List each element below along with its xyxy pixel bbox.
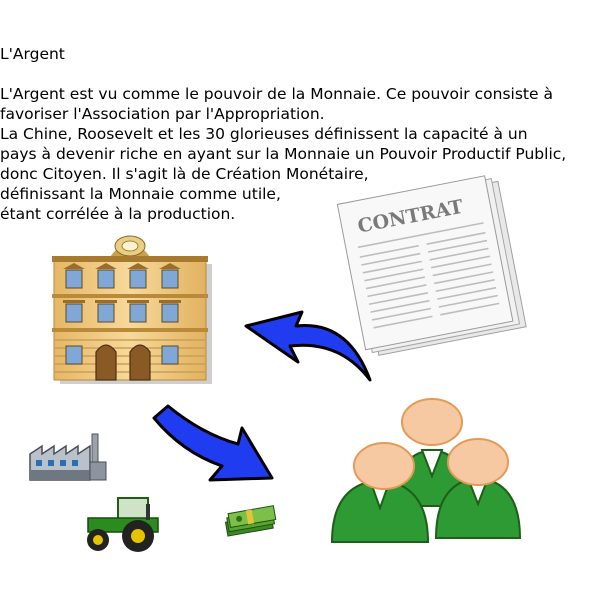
tractor-icon xyxy=(87,497,159,552)
bank-building-icon xyxy=(52,235,212,384)
contract-document-icon: CONTRAT xyxy=(336,175,527,356)
money-icon xyxy=(224,505,277,537)
paragraph-line: donc Citoyen. Il s'agit là de Création M… xyxy=(0,165,369,183)
paragraph-line: L'Argent est vu comme le pouvoir de la M… xyxy=(0,85,553,103)
page-title: L'Argent xyxy=(0,45,65,63)
paragraph-line: La Chine, Roosevelt et les 30 glorieuses… xyxy=(0,125,528,143)
paragraph-line: pays à devenir riche en ayant sur la Mon… xyxy=(0,145,567,163)
paragraph-line: étant corrélée à la production. xyxy=(0,205,236,223)
factory-icon xyxy=(29,433,107,481)
paragraph-line: définissant la Monnaie comme utile, xyxy=(0,185,281,203)
citizens-group-icon xyxy=(330,398,522,543)
text-block: L'Argent L'Argent est vu comme le pouvoi… xyxy=(0,44,600,224)
spacer xyxy=(0,64,600,84)
paragraph-line: favoriser l'Association par l'Appropriat… xyxy=(0,105,325,123)
arrow-down-right-icon xyxy=(152,404,274,482)
arrow-up-left-icon xyxy=(244,310,372,382)
